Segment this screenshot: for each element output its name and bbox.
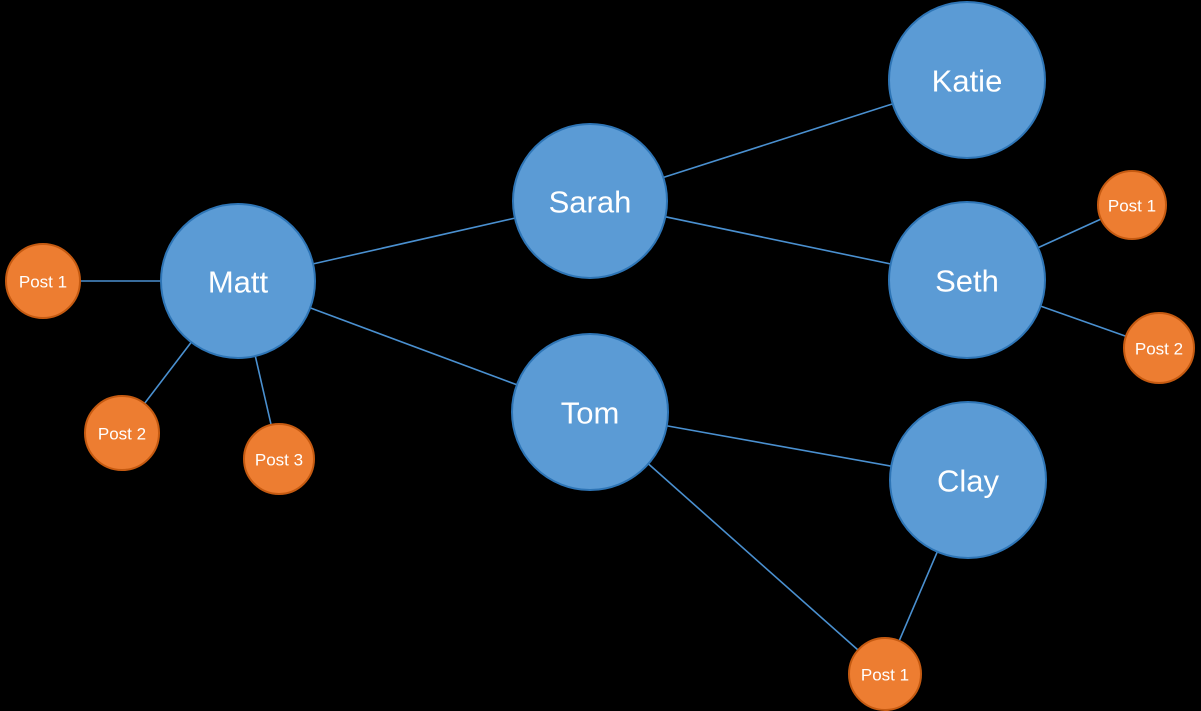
node-label: Post 3	[255, 451, 303, 470]
edge-matt-post-3	[254, 354, 273, 427]
node-katie[interactable]: Katie	[888, 1, 1046, 159]
node-matt-post-1[interactable]: Post 1	[5, 243, 81, 319]
node-label: Post 1	[861, 666, 909, 685]
person-circle[interactable]	[160, 203, 316, 359]
post-circle[interactable]	[5, 243, 81, 319]
node-label: Katie	[932, 64, 1003, 99]
node-sarah[interactable]: Sarah	[512, 123, 668, 279]
edge-seth-post-2	[1039, 304, 1128, 338]
edge-seth-post-1	[1036, 217, 1103, 249]
post-circle[interactable]	[243, 423, 315, 495]
edge-tom-shared-post	[647, 462, 860, 652]
node-label: Seth	[935, 264, 999, 299]
node-seth-post-1[interactable]: Post 1	[1097, 170, 1167, 240]
edge-clay-shared-post	[898, 550, 939, 643]
person-circle[interactable]	[888, 201, 1046, 359]
edge-matt-tom	[308, 306, 519, 386]
node-tom[interactable]: Tom	[511, 333, 669, 491]
node-matt[interactable]: Matt	[160, 203, 316, 359]
person-circle[interactable]	[511, 333, 669, 491]
node-label: Matt	[208, 265, 269, 300]
node-label: Sarah	[549, 185, 632, 220]
edge-sarah-katie	[662, 102, 894, 179]
edges-layer	[79, 102, 1128, 652]
edge-sarah-seth	[664, 215, 892, 265]
node-label: Clay	[937, 464, 1000, 499]
post-circle[interactable]	[1123, 312, 1195, 384]
node-seth-post-2[interactable]: Post 2	[1123, 312, 1195, 384]
person-circle[interactable]	[512, 123, 668, 279]
node-label: Post 1	[19, 273, 67, 292]
edge-matt-post-2	[143, 340, 193, 405]
person-circle[interactable]	[889, 401, 1047, 559]
node-label: Post 2	[1135, 340, 1183, 359]
edge-matt-sarah	[311, 217, 517, 265]
node-shared-post-1[interactable]: Post 1	[848, 637, 922, 711]
post-circle[interactable]	[84, 395, 160, 471]
node-matt-post-2[interactable]: Post 2	[84, 395, 160, 471]
node-seth[interactable]: Seth	[888, 201, 1046, 359]
person-circle[interactable]	[888, 1, 1046, 159]
node-label: Post 2	[98, 425, 146, 444]
node-label: Tom	[561, 396, 620, 431]
edge-tom-clay	[665, 424, 893, 468]
node-clay[interactable]: Clay	[889, 401, 1047, 559]
post-circle[interactable]	[1097, 170, 1167, 240]
node-matt-post-3[interactable]: Post 3	[243, 423, 315, 495]
post-circle[interactable]	[848, 637, 922, 711]
node-label: Post 1	[1108, 197, 1156, 216]
